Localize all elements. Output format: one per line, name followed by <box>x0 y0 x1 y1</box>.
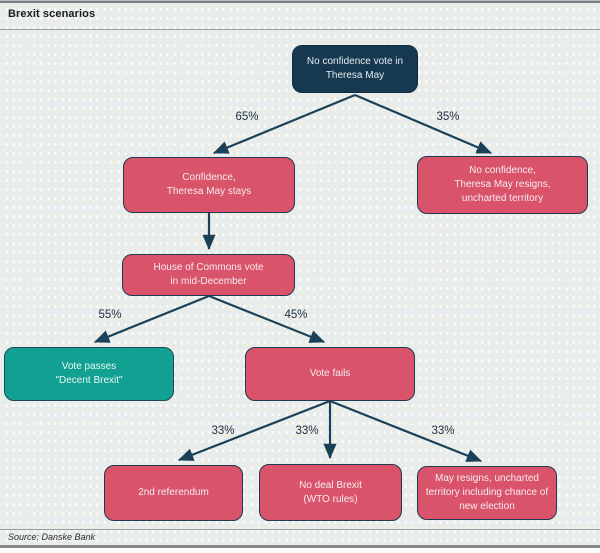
edge-fails-resigns-line <box>329 399 483 463</box>
node-may-resigns: May resigns, uncharted territory includi… <box>417 466 557 520</box>
probability-label-33-nodeal: 33% <box>295 425 319 437</box>
probability-label-35: 35% <box>436 111 460 123</box>
node-vote-passes: Vote passes "Decent Brexit" <box>4 347 174 401</box>
edge-commons-passes-line <box>93 294 210 344</box>
node-no-deal-brexit: No deal Brexit (WTO rules) <box>259 464 402 521</box>
bottom-margin <box>0 548 600 553</box>
edge-fails-referendum-line <box>177 399 331 462</box>
probability-label-33-referendum: 33% <box>211 425 235 437</box>
edge-root-noconfidence-line <box>354 93 493 155</box>
figure-title: Brexit scenarios <box>8 8 96 20</box>
node-vote-fails: Vote fails <box>245 347 415 401</box>
probability-label-33-resigns: 33% <box>431 425 455 437</box>
probability-label-55: 55% <box>98 309 122 321</box>
probability-label-65: 65% <box>235 111 259 123</box>
probability-label-45: 45% <box>284 309 308 321</box>
bottom-border <box>0 545 600 548</box>
node-commons-vote: House of Commons vote in mid-December <box>122 254 295 296</box>
source-note: Source: Danske Bank <box>8 532 96 542</box>
node-no-confidence-vote: No confidence vote in Theresa May <box>292 45 418 93</box>
node-no-confidence-may-resigns: No confidence, Theresa May resigns, unch… <box>417 156 588 214</box>
edge-root-confidence-line <box>212 93 356 155</box>
footer-divider <box>0 529 600 530</box>
node-confidence-may-stays: Confidence, Theresa May stays <box>123 157 295 213</box>
title-divider <box>0 29 600 30</box>
top-border <box>0 0 600 3</box>
node-second-referendum: 2nd referendum <box>104 465 243 521</box>
edge-commons-fails-line <box>208 294 326 344</box>
